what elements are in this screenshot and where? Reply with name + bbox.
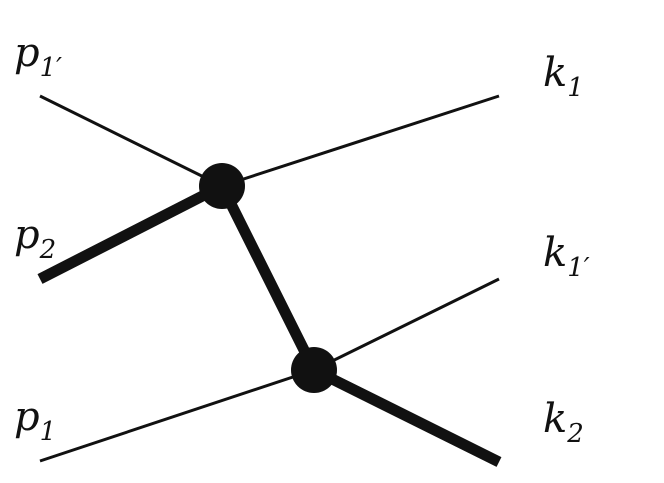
line-k2 bbox=[311, 365, 502, 467]
label-p1: p1 bbox=[14, 394, 56, 447]
line-p1prime bbox=[39, 94, 223, 188]
label-k1prime: k1′ bbox=[543, 230, 590, 283]
line-p2 bbox=[37, 181, 225, 284]
label-k1: k1 bbox=[543, 50, 584, 103]
line-k1prime bbox=[313, 277, 500, 372]
vertex-upper bbox=[199, 163, 245, 209]
vertex-lower bbox=[291, 347, 337, 393]
line-k1 bbox=[221, 94, 500, 188]
label-p2: p2 bbox=[14, 212, 56, 265]
label-k2: k2 bbox=[543, 396, 584, 449]
label-p1prime: p1′ bbox=[14, 30, 62, 83]
line-exchange bbox=[217, 183, 319, 373]
line-p1 bbox=[39, 368, 315, 463]
